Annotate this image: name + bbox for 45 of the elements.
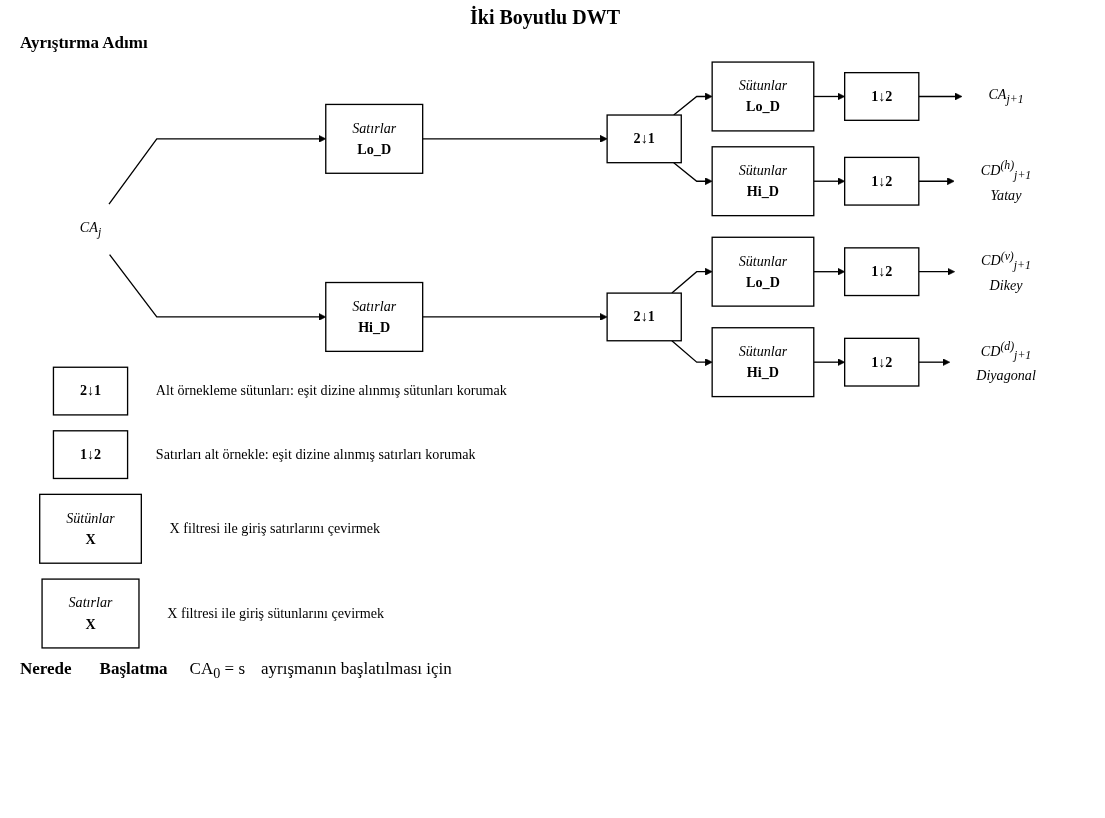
node-label: X filtresi ile giriş satırlarını çevirmek: [169, 520, 381, 536]
node-box: Satırlar Hi_D: [325, 281, 424, 353]
arrow: [422, 313, 608, 321]
arrow: [918, 267, 955, 276]
node-box: Satırlar Lo_D: [325, 103, 424, 174]
node-label: Dikey: [989, 277, 1023, 293]
arrow: [813, 177, 845, 186]
node-box: 1↓2: [844, 72, 920, 121]
arrow: [671, 340, 713, 367]
node-text: CA$_{j}$: [79, 219, 102, 239]
node-box: 1↓2: [844, 156, 920, 206]
arrow: [422, 134, 608, 143]
arrow: [918, 358, 951, 367]
section-heading: Başlatma: [99, 659, 168, 679]
node-label: Alt örnekleme sütunları: eşit dizine alınmış sütunları korumak: [155, 383, 507, 399]
node-box: Sütunlar Lo_D: [711, 61, 815, 132]
node-box: Sütunlar Hi_D: [711, 327, 815, 398]
note-text: CA$_{0}$ = s: [189, 659, 245, 683]
arrow: [671, 267, 713, 294]
node-label: Satırları alt örnekle: eşit dizine alınmış satırları korumak: [155, 446, 476, 462]
node-box: 1↓2: [52, 430, 129, 480]
arrow: [918, 92, 963, 101]
arrow: [673, 92, 713, 116]
node-box: 1↓2: [844, 337, 920, 387]
node-label: Diyagonal: [976, 367, 1036, 383]
node-box: Sütünlar X: [39, 493, 142, 564]
diagram-title: İki Boyutlu DWT: [468, 6, 622, 29]
section-heading: Nerede: [20, 659, 72, 679]
node-box: Sütunlar Hi_D: [711, 146, 815, 217]
arrow: [813, 358, 845, 367]
node-box: 2↓1: [606, 292, 682, 342]
arrow: [673, 162, 713, 186]
node-box: 1↓2: [844, 247, 920, 297]
arrow: [813, 92, 845, 101]
section-heading: Ayrıştırma Adımı: [20, 33, 148, 53]
note-text: ayrışmanın başlatılması için: [261, 659, 452, 679]
arrow: [918, 177, 955, 186]
node-text: CA$_{j+1}$: [988, 87, 1024, 106]
node-label: Yatay: [990, 186, 1022, 202]
node-box: Satırlar X: [41, 578, 140, 649]
node-label: X filtresi ile giriş sütunlarını çevirmek: [167, 605, 385, 621]
node-box: 2↓1: [52, 366, 129, 416]
node-box: 2↓1: [606, 114, 682, 164]
arrow: [813, 267, 845, 276]
node-box: Sütunlar Lo_D: [711, 236, 815, 307]
